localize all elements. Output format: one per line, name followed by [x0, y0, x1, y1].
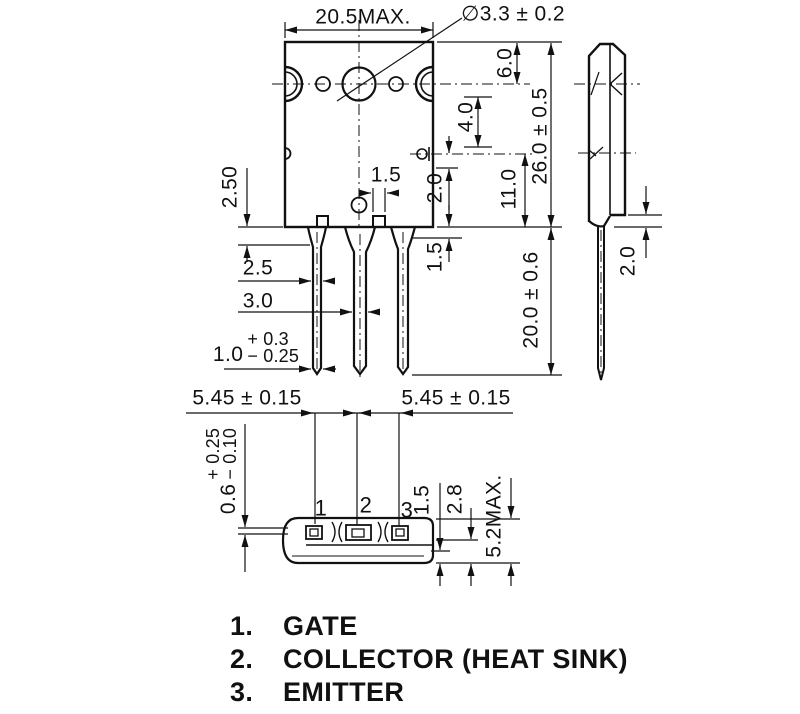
legend-label-gate: GATE	[283, 611, 358, 641]
leader-hole-dia	[336, 17, 463, 102]
side-view	[574, 42, 662, 381]
legend-num-3: 3.	[230, 677, 254, 707]
dim-label-shoulder-len: 1.5	[423, 241, 447, 273]
dim-label-hole-dia: ∅3.3 ± 0.2	[461, 2, 565, 26]
dim-label-lead1-width: 2.5	[242, 256, 274, 280]
bottom-view	[186, 409, 520, 586]
side-centerlines	[574, 83, 640, 378]
dim-label-height: 26.0 ± 0.5	[528, 87, 552, 185]
pin-number-3: 3	[400, 497, 414, 523]
dim-label-pin-thickness: 0.6 + 0.25 − 0.10	[203, 427, 240, 515]
dim-label-lower-span: 11.0	[497, 168, 521, 210]
lead-thickness-tolerance: + 0.3 − 0.25	[247, 329, 300, 366]
dim-label-side-tab-thk: 2.0	[616, 245, 640, 277]
dim-label-hole-cl: 6.0	[493, 47, 517, 79]
tol-minus: − 0.10	[220, 427, 240, 480]
dim-label-tab-width: 1.5	[370, 163, 402, 187]
legend-row-emitter: 3. EMITTER	[230, 676, 628, 709]
dim-label-pitch-left: 5.45 ± 0.15	[192, 386, 302, 410]
tol-minus: − 0.25	[247, 346, 300, 366]
bottom-tab-right	[372, 215, 386, 227]
legend-num-2: 2.	[230, 644, 254, 674]
pin-number-1: 1	[314, 495, 328, 521]
legend-label-emitter: EMITTER	[283, 677, 405, 707]
side-notch-mark-a	[589, 146, 604, 160]
side-notch-mark-b	[588, 149, 597, 157]
dim-label-pin-offset: 1.5	[410, 484, 434, 516]
pin-legend: 1. GATE 2. COLLECTOR (HEAT SINK) 3. EMIT…	[230, 610, 628, 709]
bottom-dimensions	[186, 409, 520, 586]
right-edge-cutout	[414, 65, 434, 103]
side-body-bottom	[588, 215, 611, 228]
dim-label-edge-notch: 2.0	[423, 172, 447, 204]
legend-num-1: 1.	[230, 611, 254, 641]
tol-plus: + 0.3	[247, 329, 289, 349]
dim-label-step: 4.0	[454, 101, 478, 133]
pin-thickness-tolerance: + 0.25 − 0.10	[203, 427, 240, 480]
front-view	[272, 20, 535, 378]
lead-thickness-main: 1.0	[212, 343, 244, 366]
legend-row-gate: 1. GATE	[230, 610, 628, 643]
side-lead	[597, 226, 605, 381]
lead-2-collector	[343, 226, 377, 376]
dim-label-lead-thickness: 1.0 + 0.3 − 0.25	[212, 329, 300, 366]
pin-cross-sections	[305, 524, 409, 541]
dim-label-width-max: 20.5MAX.	[315, 5, 411, 29]
side-body-outline	[587, 42, 627, 222]
front-dimensions	[224, 17, 562, 376]
pin-thickness-main: 0.6	[217, 483, 240, 515]
legend-label-collector: COLLECTOR (HEAT SINK)	[283, 644, 628, 674]
left-edge-notch	[284, 147, 292, 160]
pin-number-2: 2	[359, 492, 373, 518]
dim-label-pitch-right: 5.45 ± 0.15	[401, 386, 511, 410]
dim-label-body-upper: 2.8	[443, 483, 467, 515]
dim-label-lead-length: 20.0 ± 0.6	[519, 251, 543, 349]
legend-row-collector: 2. COLLECTOR (HEAT SINK)	[230, 643, 628, 676]
dim-label-shoulder-v: 2.50	[218, 165, 242, 209]
mold-marks	[331, 521, 389, 543]
bottom-body-outline	[281, 516, 435, 565]
dim-label-lead2-width: 3.0	[242, 289, 274, 313]
bottom-tab-left	[316, 215, 329, 227]
dim-label-total-thk: 5.2MAX.	[482, 474, 506, 558]
